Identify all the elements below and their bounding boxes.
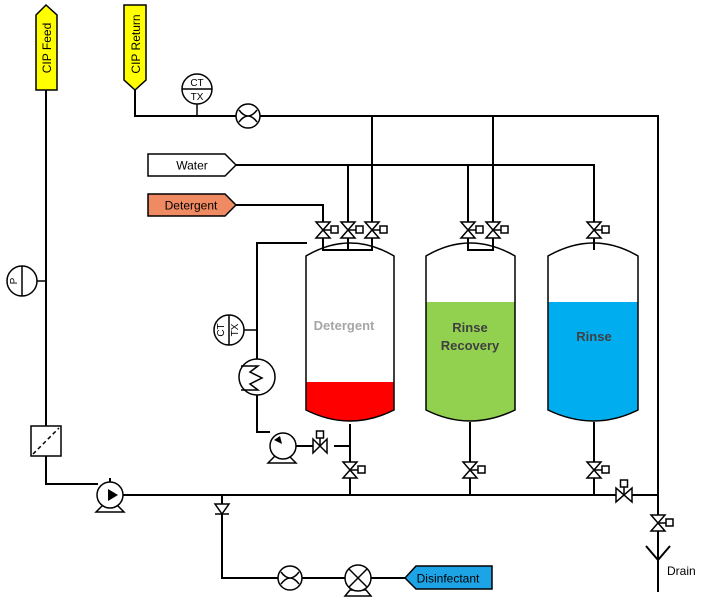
cip-return-pipe xyxy=(134,88,659,592)
ct-tx-side-ct: CT xyxy=(216,323,227,336)
drain-label: Drain xyxy=(667,564,696,578)
pressure-gauge: P xyxy=(6,265,38,297)
ct-tx-top-tx: TX xyxy=(191,92,204,103)
tank-rinse-label: Rinse xyxy=(576,329,611,344)
valve-rinse-outlet[interactable] xyxy=(585,461,610,479)
ct-tx-top-ct: CT xyxy=(190,78,203,89)
drain-symbol: Drain xyxy=(645,545,696,592)
tank-detergent-shell xyxy=(305,242,395,422)
water-pipe xyxy=(235,164,595,232)
detergent-tank-inlet xyxy=(322,238,373,251)
ct-tx-side-tx: TX xyxy=(230,323,241,336)
filter xyxy=(30,425,62,457)
pressure-gauge-label: P xyxy=(9,277,20,284)
detergent-stream-label: Detergent xyxy=(165,199,218,213)
tank-detergent-liquid xyxy=(306,382,394,421)
detergent-tag-shape xyxy=(147,193,238,217)
tank-rinse-recovery: Rinse Recovery xyxy=(425,242,516,422)
tank-rinse-recovery-label-line1: Rinse xyxy=(452,320,487,335)
check-valve-disinfectant[interactable] xyxy=(213,503,231,516)
tank-rinse-recovery-shell xyxy=(425,242,516,422)
recovery-tank-inlet xyxy=(467,238,494,251)
valve-water-detergent-tank[interactable] xyxy=(339,221,364,239)
tank-rinse-recovery-liquid xyxy=(426,302,515,421)
tank-rinse-recovery-label-line2: Recovery xyxy=(441,338,500,353)
valve-drain[interactable] xyxy=(649,514,674,532)
disinfectant-pipe xyxy=(221,495,405,579)
disinfectant-tag-shape xyxy=(403,565,493,590)
detergent-tag: Detergent xyxy=(147,193,238,217)
cip-return-label: CIP Return xyxy=(129,14,143,73)
cip-feed-tag: CIP Feed xyxy=(35,3,58,91)
cip-feed-tag-shape xyxy=(35,3,58,91)
drain-funnel xyxy=(645,545,671,592)
valve-detergent-outlet[interactable] xyxy=(341,461,366,479)
valve-main-header[interactable] xyxy=(615,479,633,504)
ct-tx-top-instrument: CT TX xyxy=(181,73,213,105)
detergent-pipe xyxy=(235,204,324,232)
pump-recirculation[interactable] xyxy=(266,432,298,464)
cip-return-tag-shape xyxy=(123,4,147,92)
valves xyxy=(213,221,674,532)
tank-rinse-liquid xyxy=(548,302,638,421)
cip-return-tag: CIP Return xyxy=(123,4,147,92)
valve-return-detergent-tank[interactable] xyxy=(363,221,388,239)
disinfectant-label: Disinfectant xyxy=(417,572,480,586)
cip-feed-label: CIP Feed xyxy=(40,23,54,73)
recirculation-loop xyxy=(256,242,350,447)
water-label: Water xyxy=(176,159,208,173)
valve-return-recovery-tank[interactable] xyxy=(484,221,509,239)
water-tag-shape xyxy=(147,153,238,177)
tank-detergent: Detergent xyxy=(305,242,395,422)
dosing-pump-disinfectant[interactable] xyxy=(343,564,373,597)
ct-tx-side-instrument: CT TX xyxy=(213,314,245,346)
valve-water-recovery-tank[interactable] xyxy=(459,221,484,239)
tank-rinse-shell xyxy=(547,242,639,422)
cip-feed-pipe xyxy=(45,90,98,485)
valve-recirculation[interactable] xyxy=(312,430,328,455)
tank-rinse: Rinse xyxy=(547,242,639,422)
valve-recovery-outlet[interactable] xyxy=(461,461,486,479)
flow-meter-return xyxy=(235,103,261,129)
tank-detergent-label: Detergent xyxy=(314,318,375,333)
valve-water-rinse-tank[interactable] xyxy=(585,221,610,239)
valve-detergent-inlet[interactable] xyxy=(314,221,339,239)
pump-cip-supply[interactable] xyxy=(94,478,126,513)
water-tag: Water xyxy=(147,153,238,177)
disinfectant-tag: Disinfectant xyxy=(403,565,493,590)
heat-exchanger xyxy=(238,358,276,396)
flow-meter-disinfectant xyxy=(277,565,303,591)
